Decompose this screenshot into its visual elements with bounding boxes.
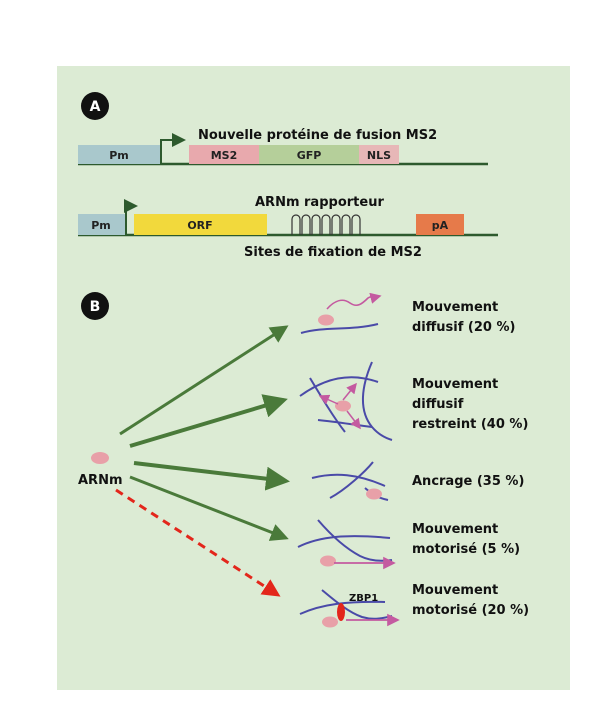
anchoring-icon — [311, 461, 389, 501]
outcome-label-restricted: Mouvement diffusif restreint (40 %) — [412, 377, 528, 432]
outcome-label-motorized-20: Mouvement motorisé (20 %) — [412, 583, 529, 618]
ms2-label: MS2 — [211, 149, 238, 162]
mrna-particle — [91, 452, 109, 464]
arrow-to-motorized-zbp1 — [115, 488, 281, 597]
pm-box-2 — [78, 214, 125, 235]
diffusive-movement-icon — [300, 292, 382, 334]
fusion-protein-title: Nouvelle protéine de fusion MS2 — [198, 128, 437, 143]
arrow-to-motorized-5 — [129, 475, 289, 541]
mrna-source-label: ARNm — [78, 473, 123, 488]
zbp1-protein — [337, 603, 345, 621]
outcome-label-diffusive: Mouvement diffusif (20 %) — [412, 300, 515, 335]
zbp1-label: ZBP1 — [349, 593, 378, 604]
gfp-label: GFP — [297, 149, 322, 162]
arrow-to-restricted — [129, 394, 288, 448]
pa-box — [416, 214, 464, 235]
promoter-arrow-1 — [160, 133, 186, 164]
badge-a: A — [81, 92, 109, 120]
orf-label: ORF — [187, 219, 212, 232]
motorized-movement-icon — [297, 519, 396, 570]
badge-a-label: A — [90, 99, 101, 115]
outcome-label-anchoring: Ancrage (35 %) — [412, 474, 524, 489]
restricted-diffusion-icon — [299, 361, 393, 441]
reporter-mrna-construct: Pm ORF pA ARNm rapporteur Sites de fixat… — [78, 195, 498, 260]
figure-panel — [57, 66, 570, 690]
orf-box — [134, 214, 267, 235]
gfp-box — [259, 145, 359, 164]
nls-label: NLS — [367, 149, 391, 162]
promoter-arrow-2 — [124, 199, 138, 235]
pm-label-2: Pm — [91, 219, 111, 232]
pa-label: pA — [432, 219, 449, 232]
badge-b: B — [81, 292, 109, 320]
pm-label-1: Pm — [109, 149, 129, 162]
fusion-protein-construct: Pm MS2 GFP NLS Nouvelle protéine de fusi… — [78, 128, 488, 166]
ms2-box — [189, 145, 259, 164]
badge-b-label: B — [90, 299, 101, 315]
pm-box-1 — [78, 145, 160, 164]
arrow-to-diffusive — [119, 325, 289, 436]
motorized-zbp1-icon: ZBP1 — [299, 589, 400, 628]
nls-box — [359, 145, 399, 164]
ms2-binding-loops — [291, 214, 361, 235]
outcome-label-motorized-5: Mouvement motorisé (5 %) — [412, 522, 520, 557]
ms2-sites-label: Sites de fixation de MS2 — [244, 245, 422, 260]
reporter-mrna-title: ARNm rapporteur — [255, 195, 384, 210]
arrow-to-anchoring — [133, 461, 290, 491]
